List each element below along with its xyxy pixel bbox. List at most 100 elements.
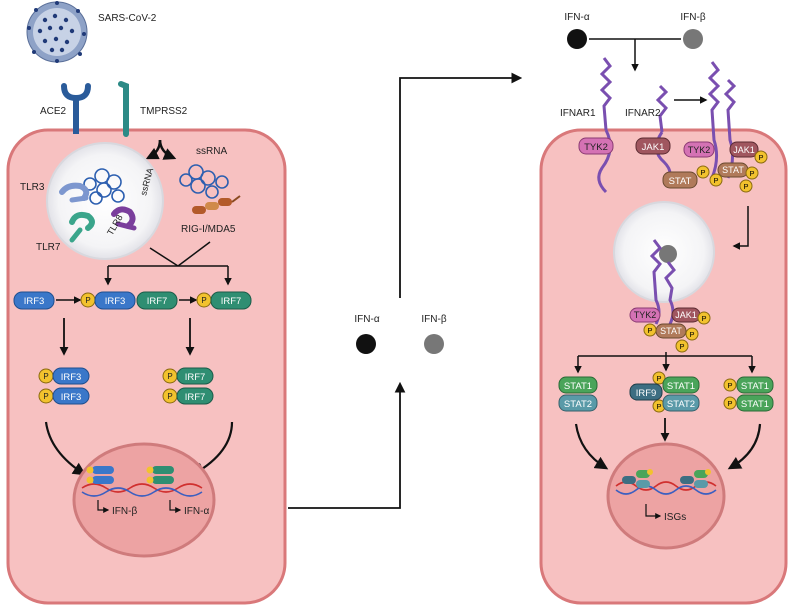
stat1-stat2-heterodimer: STAT1 STAT2	[558, 376, 598, 412]
isgf3-dna-binding-left	[622, 469, 653, 488]
stat1-homodimer: P P STAT1 STAT1	[723, 376, 774, 412]
irf3-phospho: P IRF3	[80, 291, 136, 310]
ifn-alpha-transcript-label: IFN-α	[184, 506, 209, 517]
ifnar2-label: IFNAR2	[625, 108, 661, 119]
irf7-dimer: P IRF7 P IRF7	[162, 367, 214, 405]
right-ifn-alpha	[567, 29, 587, 49]
svg-text:P: P	[743, 182, 748, 191]
stat-branch	[574, 352, 756, 374]
tlr3-icon	[59, 182, 90, 203]
ssrna-outside-icon	[179, 164, 229, 199]
svg-text:P: P	[43, 392, 48, 401]
secreted-ifn-alpha	[356, 334, 376, 354]
export-arrow	[399, 72, 523, 298]
ace2-label: ACE2	[40, 106, 67, 117]
svg-text:IRF3: IRF3	[61, 392, 82, 403]
svg-text:P: P	[749, 169, 754, 178]
entry-arrows	[145, 139, 177, 160]
internalization-arrow	[732, 206, 749, 250]
virus-label: SARS-CoV-2	[98, 13, 157, 24]
svg-text:STAT: STAT	[722, 165, 744, 175]
svg-text:P: P	[656, 374, 661, 383]
svg-text:IRF7: IRF7	[147, 296, 168, 307]
isgf3-complex: P P IRF9 STAT1 STAT2	[629, 371, 700, 413]
stat12-nuclear-arrow	[574, 423, 609, 470]
right-nucleus	[606, 442, 726, 550]
left-dna-strand	[81, 483, 203, 497]
svg-text:P: P	[647, 326, 652, 335]
tlr7-icon	[69, 211, 95, 243]
irf7-dna-binding-complex	[146, 466, 174, 484]
secretion-arrow	[288, 381, 406, 509]
svg-text:P: P	[167, 392, 172, 401]
endosome	[46, 142, 164, 260]
svg-text:P: P	[689, 330, 694, 339]
svg-text:P: P	[758, 153, 763, 162]
svg-text:STAT: STAT	[660, 326, 682, 336]
svg-text:P: P	[713, 176, 718, 185]
tyk2-inactive: TYK2	[578, 137, 614, 155]
tlr3-label: TLR3	[20, 182, 45, 193]
svg-text:TYK2: TYK2	[688, 145, 711, 155]
secreted-ifn-beta	[424, 334, 444, 354]
rig-label: RIG-I/MDA5	[181, 224, 236, 235]
internalized-receptor-complex: TYK2 JAK1 STAT P P P P	[629, 239, 711, 353]
svg-text:P: P	[43, 372, 48, 381]
stat11-nuclear-arrow	[727, 423, 762, 470]
ifnar1-label: IFNAR1	[560, 108, 596, 119]
svg-text:P: P	[701, 314, 706, 323]
svg-text:P: P	[700, 168, 705, 177]
isgf3-dna-binding-right	[680, 469, 711, 488]
secreted-ifn-beta-label: IFN-β	[421, 314, 446, 325]
tlr8-icon	[111, 206, 137, 231]
svg-text:P: P	[201, 296, 206, 305]
svg-text:IRF3: IRF3	[24, 296, 45, 307]
signal-branch	[104, 241, 232, 286]
ifn-beta-transcript-arrow	[97, 500, 110, 513]
tmprss2-label: TMPRSS2	[140, 106, 188, 117]
svg-text:STAT2: STAT2	[564, 399, 592, 410]
svg-text:P: P	[727, 381, 732, 390]
irf3-inactive: IRF3	[13, 291, 55, 310]
svg-text:STAT1: STAT1	[741, 381, 769, 392]
svg-text:TYK2: TYK2	[634, 310, 657, 320]
svg-text:P: P	[727, 399, 732, 408]
irf7-inactive: IRF7	[136, 291, 178, 310]
svg-text:P: P	[679, 342, 684, 351]
right-ifn-alpha-label: IFN-α	[564, 12, 589, 23]
svg-text:JAK1: JAK1	[675, 310, 697, 320]
ifn-alpha-transcript-arrow	[169, 500, 182, 513]
irf3-nuclear-arrow	[44, 421, 87, 476]
irf3-dna-binding-complex	[86, 466, 114, 484]
svg-text:IRF7: IRF7	[185, 392, 206, 403]
ifn-beta-transcript-label: IFN-β	[112, 506, 137, 517]
ace2-receptor	[61, 83, 91, 134]
right-ifn-beta-label: IFN-β	[680, 12, 705, 23]
svg-text:JAK1: JAK1	[642, 142, 665, 153]
irf3-dimer: P IRF3 P IRF3	[38, 367, 90, 405]
svg-text:IRF9: IRF9	[636, 388, 657, 399]
ssrna-outside-label: ssRNA	[196, 146, 227, 157]
svg-text:STAT1: STAT1	[741, 399, 769, 410]
svg-text:STAT1: STAT1	[667, 381, 695, 392]
svg-text:P: P	[656, 402, 661, 411]
left-nucleus	[72, 442, 216, 558]
secreted-ifn-alpha-label: IFN-α	[354, 314, 379, 325]
svg-text:P: P	[167, 372, 172, 381]
svg-text:STAT2: STAT2	[667, 399, 695, 410]
svg-text:IRF3: IRF3	[61, 372, 82, 383]
svg-text:P: P	[85, 296, 90, 305]
ssrna-inside-icon	[83, 168, 125, 205]
right-ifn-beta	[683, 29, 703, 49]
tlr7-label: TLR7	[36, 242, 61, 253]
tmprss2-protein	[118, 81, 129, 137]
jak1-inactive: JAK1	[635, 137, 671, 155]
isgs-transcript-arrow	[645, 504, 662, 519]
svg-text:IRF3: IRF3	[105, 296, 126, 307]
svg-text:IRF7: IRF7	[185, 372, 206, 383]
svg-text:TYK2: TYK2	[584, 142, 608, 153]
active-receptor-complex: TYK2 JAK1 STAT P P P P P	[683, 61, 768, 193]
svg-text:IRF7: IRF7	[221, 296, 242, 307]
